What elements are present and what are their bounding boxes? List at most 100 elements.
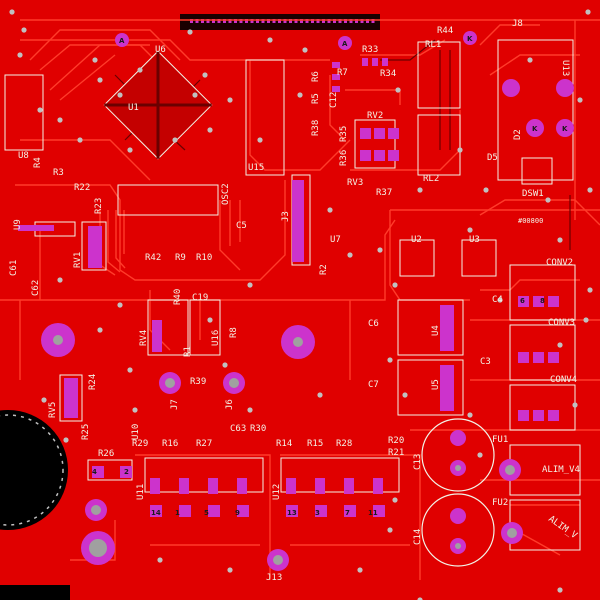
label-u5: U5	[431, 379, 441, 390]
label-r37: R37	[376, 188, 392, 198]
via	[387, 527, 393, 533]
padnum-a2: A	[342, 40, 348, 48]
header-pin	[272, 19, 276, 23]
label-r24: R24	[88, 374, 98, 390]
smd-pad	[64, 378, 78, 418]
header-pin	[195, 19, 199, 23]
via	[587, 287, 593, 293]
smd-pad	[372, 58, 378, 66]
via	[347, 252, 353, 258]
label-r28: R28	[336, 439, 352, 449]
header-pin	[261, 19, 265, 23]
smd-pad	[92, 466, 104, 478]
via	[377, 247, 383, 253]
label-u1: U1	[128, 103, 139, 113]
via	[477, 452, 483, 458]
label-c4: C4	[492, 295, 503, 305]
label-r23: R23	[94, 198, 104, 214]
header-pin	[316, 19, 320, 23]
via	[457, 147, 463, 153]
via	[302, 47, 308, 53]
padnum-3: 3	[315, 509, 320, 517]
via	[467, 412, 473, 418]
via	[92, 57, 98, 63]
label-osc2: OSC2	[221, 183, 231, 205]
via	[21, 27, 27, 33]
padnum-k2: K	[532, 125, 538, 133]
led-group	[115, 31, 574, 137]
padnum-11: 11	[368, 509, 378, 517]
via	[9, 9, 15, 15]
header-pin	[289, 19, 292, 23]
smd-pad	[286, 505, 298, 517]
header-pin	[223, 19, 226, 23]
smd-pad	[18, 225, 54, 231]
label-j8: J8	[512, 19, 523, 29]
label-r42: R42	[145, 253, 161, 263]
via	[127, 367, 133, 373]
label-u15: U15	[248, 163, 264, 173]
smd-pad	[440, 365, 454, 411]
label-u16: U16	[211, 330, 221, 346]
smd-pad	[179, 505, 191, 517]
via	[117, 302, 123, 308]
via	[587, 187, 593, 193]
padnum-5: 5	[204, 509, 209, 517]
via	[527, 57, 533, 63]
label-value-00800: #00800	[518, 217, 543, 225]
padnum-1a: 1	[175, 509, 180, 517]
label-c13: C13	[413, 454, 423, 470]
smd-pad	[533, 296, 544, 307]
label-dsw1: DSW1	[522, 189, 544, 199]
label-r25: R25	[81, 424, 91, 440]
via	[395, 87, 401, 93]
label-u4: U4	[431, 325, 441, 336]
smd-pad	[88, 226, 102, 268]
label-u8: U8	[18, 151, 29, 161]
label-r6: R6	[311, 71, 321, 82]
smd-pad	[237, 478, 247, 494]
label-conv4: CONV4	[550, 375, 577, 385]
label-r38: R38	[311, 120, 321, 136]
label-fu2: FU2	[492, 498, 508, 508]
padnum-14: 14	[151, 509, 161, 517]
smd-pad	[179, 478, 189, 494]
label-r7: R7	[337, 68, 348, 78]
smd-pad	[120, 466, 132, 478]
label-rv4: RV4	[139, 330, 149, 346]
padnum-8: 8	[540, 297, 545, 305]
header-pin	[322, 19, 325, 23]
smd-pad	[292, 180, 304, 262]
header-pin	[245, 19, 248, 23]
header-pin	[305, 19, 309, 23]
smd-pad	[548, 410, 559, 421]
via	[97, 77, 103, 83]
via	[267, 37, 273, 43]
via	[97, 327, 103, 333]
header-pin	[278, 19, 281, 23]
smd-pad	[533, 352, 544, 363]
header-pin	[206, 19, 210, 23]
label-r22: R22	[74, 183, 90, 193]
label-u9: U9	[13, 219, 23, 230]
label-rl2: RL2	[423, 174, 439, 184]
label-d5: D5	[487, 153, 498, 163]
via	[357, 567, 363, 573]
smd-pad	[518, 410, 529, 421]
via	[132, 407, 138, 413]
label-r9: R9	[175, 253, 186, 263]
via	[41, 397, 47, 403]
label-u12: U12	[272, 484, 282, 500]
via	[57, 117, 63, 123]
via	[557, 342, 563, 348]
label-r20: R20	[388, 436, 404, 446]
label-r44: R44	[437, 26, 453, 36]
label-conv2: CONV2	[546, 258, 573, 268]
label-r36: R36	[339, 150, 349, 166]
header-pin	[294, 19, 298, 23]
via	[297, 92, 303, 98]
via	[577, 97, 583, 103]
smd-pad	[548, 296, 559, 307]
label-fu1: FU1	[492, 435, 508, 445]
label-u13: U13	[560, 60, 570, 76]
